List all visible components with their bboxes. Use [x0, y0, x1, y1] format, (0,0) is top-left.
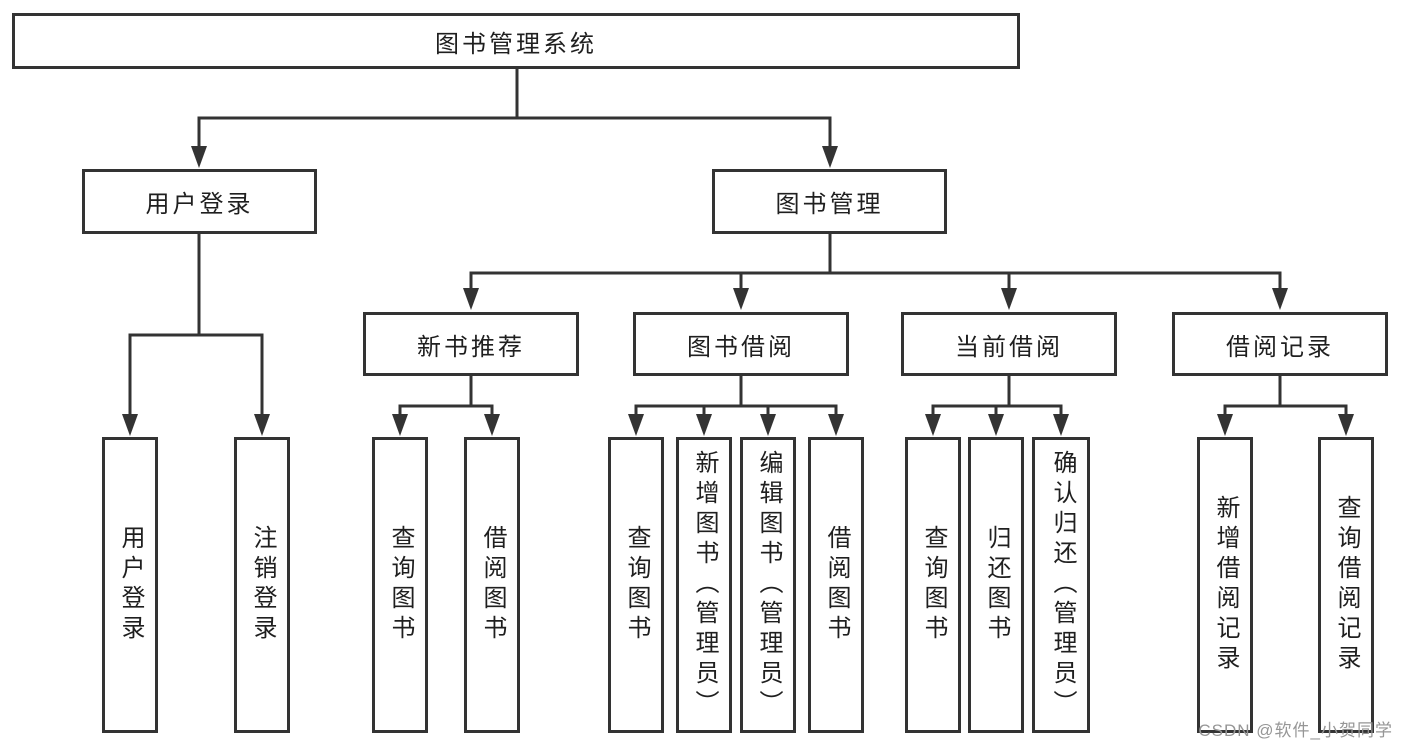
node-current-borrow: 当前借阅 — [901, 312, 1117, 376]
node-root: 图书管理系统 — [12, 13, 1020, 69]
leaf-confirm-return-admin: 确认归还（管理员） — [1032, 437, 1090, 733]
connector-user-login-children — [122, 232, 270, 436]
connector-new-book-recommend-children — [392, 374, 500, 436]
leaf-borrow-book: 借阅图书 — [808, 437, 864, 733]
connector-book-management-to-level3 — [463, 232, 1288, 310]
node-user-login: 用户登录 — [82, 169, 317, 234]
connector-current-borrow-children — [925, 374, 1069, 436]
node-borrow-records: 借阅记录 — [1172, 312, 1388, 376]
leaf-logout: 注销登录 — [234, 437, 290, 733]
leaf-recommend-borrow-books: 借阅图书 — [464, 437, 520, 733]
connector-borrow-records-children — [1217, 374, 1354, 436]
node-book-management: 图书管理 — [712, 169, 947, 234]
leaf-recommend-query-books: 查询图书 — [372, 437, 428, 733]
leaf-borrow-query-books: 查询图书 — [608, 437, 664, 733]
leaf-return-book: 归还图书 — [968, 437, 1024, 733]
leaf-user-login: 用户登录 — [102, 437, 158, 733]
node-book-borrow: 图书借阅 — [633, 312, 849, 376]
connector-book-borrow-children — [628, 374, 844, 436]
node-new-book-recommend: 新书推荐 — [363, 312, 579, 376]
connector-root-to-level2 — [191, 67, 838, 168]
leaf-add-borrow-record: 新增借阅记录 — [1197, 437, 1253, 733]
leaf-query-borrow-record: 查询借阅记录 — [1318, 437, 1374, 733]
leaf-current-query-books: 查询图书 — [905, 437, 961, 733]
leaf-add-book-admin: 新增图书（管理员） — [676, 437, 732, 733]
leaf-edit-book-admin: 编辑图书（管理员） — [740, 437, 796, 733]
watermark-text: CSDN @软件_小贺同学 — [1198, 721, 1393, 740]
